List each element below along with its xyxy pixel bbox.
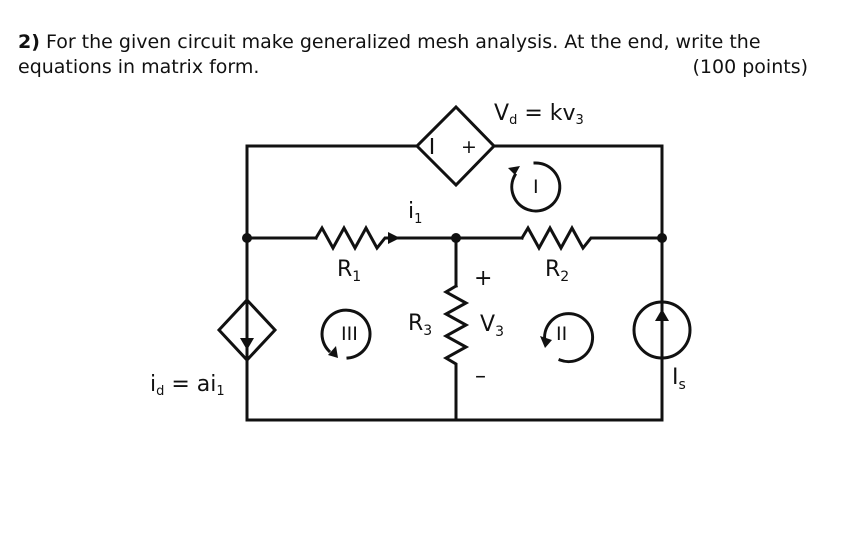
i1-label: i1 xyxy=(408,199,422,227)
is-arrowhead xyxy=(655,309,669,321)
mesh-I-label: I xyxy=(533,176,539,198)
v3-plus: + xyxy=(474,266,492,291)
dependent-voltage-source xyxy=(414,104,497,188)
mesh-I-arrow xyxy=(510,161,562,213)
i1-arrowhead xyxy=(388,232,400,244)
resistor-r1 xyxy=(313,224,402,252)
mesh-II-arrow xyxy=(543,312,595,364)
dependent-voltage-label: Vd = kv3 xyxy=(494,101,584,128)
r2-label: R2 xyxy=(545,257,569,285)
v3-label: V3 xyxy=(480,312,504,340)
resistor-r2 xyxy=(519,224,600,252)
dependent-current-label: id = ai1 xyxy=(150,372,225,399)
dependent-current-source xyxy=(216,297,278,363)
mesh-I-arrowhead xyxy=(508,166,520,175)
current-source-is xyxy=(632,300,692,360)
r3-label: R3 xyxy=(408,311,432,339)
r1-label: R1 xyxy=(337,257,361,285)
mesh-II-arrowhead xyxy=(540,336,552,348)
junction-right xyxy=(657,233,667,243)
question-line-1: 2) For the given circuit make generalize… xyxy=(18,30,808,55)
resistor-r3 xyxy=(442,283,470,374)
question-body: For the given circuit make generalized m… xyxy=(45,31,761,53)
mesh-II-label: II xyxy=(556,323,567,345)
junction-left xyxy=(242,233,252,243)
mesh-III-arrow xyxy=(320,308,372,360)
dep-csource-arrowhead xyxy=(240,338,254,350)
is-label: Is xyxy=(672,365,686,393)
dep-vsource-plus: + xyxy=(461,136,477,158)
question-text: 2) For the given circuit make generalize… xyxy=(18,30,808,80)
question-line-2: equations in matrix form. xyxy=(18,56,260,78)
v3-minus: – xyxy=(475,364,486,389)
junction-middle xyxy=(451,233,461,243)
question-points: (100 points) xyxy=(692,56,808,78)
mesh-III-arrowhead xyxy=(328,346,338,358)
top-wire-right xyxy=(492,144,664,240)
mesh-III-label: III xyxy=(341,323,358,345)
question-number: 2) xyxy=(18,31,40,53)
